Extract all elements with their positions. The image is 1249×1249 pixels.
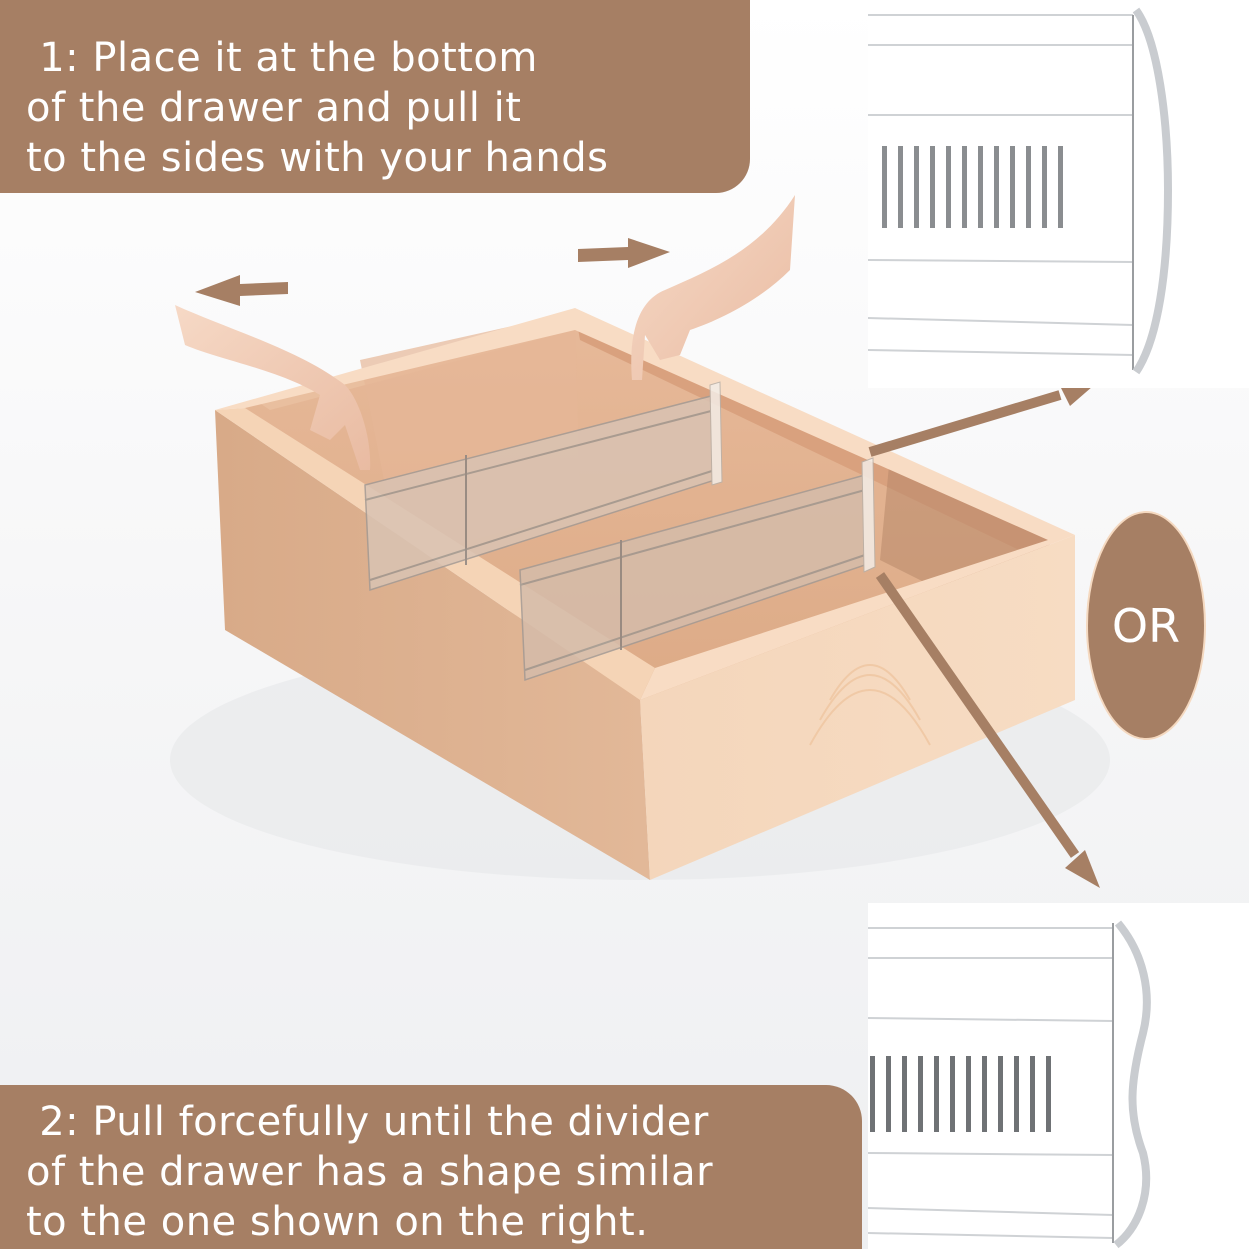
right-hand xyxy=(631,195,795,380)
arrow-callout-bottom xyxy=(1065,850,1100,888)
or-label: OR xyxy=(1111,598,1181,653)
detail-panel-wavy xyxy=(868,903,1249,1249)
or-badge: OR xyxy=(1088,513,1204,738)
divider-1 xyxy=(364,381,723,592)
detail-panel-curved xyxy=(868,0,1249,388)
arrow-right xyxy=(578,238,670,268)
step-1-instruction: 1: Place it at the bottom of the drawer … xyxy=(0,0,750,193)
divider-2 xyxy=(519,457,876,682)
arrow-left xyxy=(195,275,288,306)
left-hand xyxy=(175,305,371,470)
step-2-instruction: 2: Pull forcefully until the divider of … xyxy=(0,1085,862,1249)
